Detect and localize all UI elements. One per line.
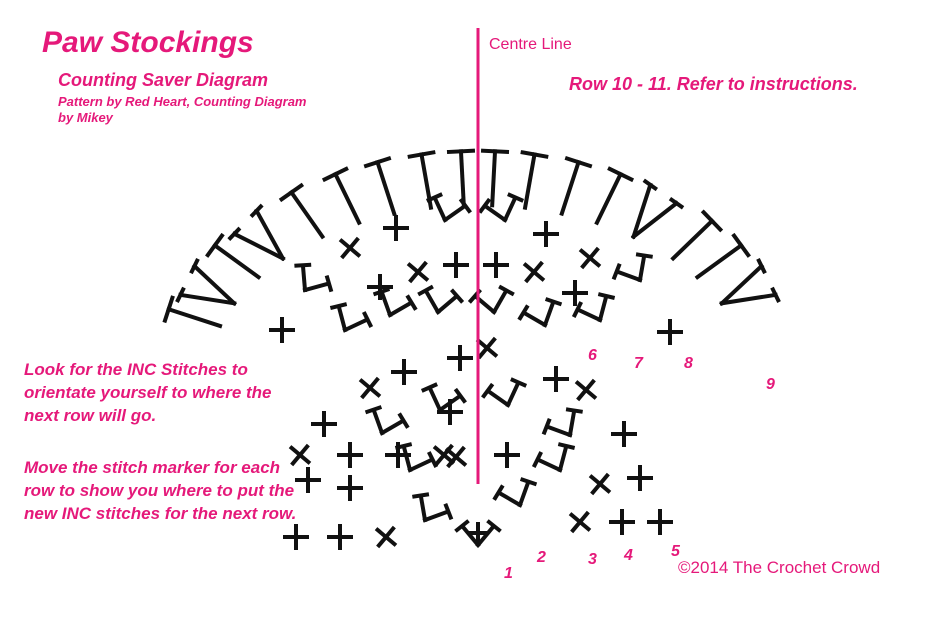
sc-increase-symbol [417,284,465,315]
row-label-3: 3 [588,551,597,568]
sc-increase-symbol [364,405,410,436]
sc-increase-symbol [329,302,374,333]
single-crochet-symbol [657,319,683,345]
single-crochet-symbol [533,221,559,247]
single-crochet-symbol [295,467,321,493]
single-crochet-symbol [269,317,295,343]
single-crochet-symbol [475,336,499,360]
half-double-crochet-symbol [559,155,593,217]
single-crochet-symbol [647,509,673,535]
row-label-1: 1 [504,565,513,582]
sc-increase-symbol [454,519,502,548]
increase-symbol [630,178,685,240]
single-crochet-symbol [568,510,592,534]
single-crochet-symbol [406,260,430,284]
half-double-crochet-symbol [520,150,549,210]
sc-increase-symbol [294,262,334,293]
half-double-crochet-symbol [594,166,635,226]
diagram-subtitle: Counting Saver Diagram [58,70,269,90]
single-crochet-symbol [522,260,546,284]
half-double-crochet-symbol [162,295,223,329]
row-note: Row 10 - 11. Refer to instructions. [569,74,858,94]
sc-increase-symbol [425,192,472,223]
single-crochet-symbol [311,411,337,437]
single-crochet-symbol [467,522,489,544]
single-crochet-symbol [443,252,469,278]
single-crochet-symbol [611,421,637,447]
increase-symbol [227,203,286,262]
row-label-4: 4 [623,547,633,564]
row-label-5: 5 [671,543,681,560]
single-crochet-symbol [627,465,653,491]
row-label-6: 6 [588,347,597,364]
sc-increase-symbol [420,382,467,413]
single-crochet-symbol [574,378,598,402]
sc-increase-symbol [531,442,576,473]
sc-increase-symbol [517,297,563,328]
sc-increase-symbol [412,492,454,523]
sc-increase-symbol [394,442,439,473]
single-crochet-symbol [327,524,353,550]
row-label-2: 2 [536,549,546,566]
single-crochet-symbol [337,442,363,468]
half-double-crochet-symbol [480,148,510,208]
row-label-8: 8 [684,355,693,372]
single-crochet-symbol [447,345,473,371]
sc-increase-symbol [611,252,653,283]
sc-increase-symbol [541,407,583,438]
copyright-notice: ©2014 The Crochet Crowd [678,558,881,577]
sc-increase-symbol [478,192,525,223]
single-crochet-symbol [562,280,588,306]
centre-line-label: Centre Line [489,36,572,53]
half-double-crochet-symbol [321,166,362,226]
sc-increase-symbol [372,287,418,318]
half-double-crochet-symbol [694,232,751,280]
pattern-credit: Pattern by Red Heart, Counting Diagram b… [58,94,307,125]
single-crochet-symbol [367,274,393,300]
stitch-symbols [162,148,781,550]
single-crochet-symbol [338,236,362,260]
single-crochet-symbol [337,475,363,501]
half-double-crochet-symbol [670,209,724,262]
single-crochet-symbol [588,472,612,496]
single-crochet-symbol [483,252,509,278]
sc-increase-symbol [467,284,515,315]
single-crochet-symbol [374,525,398,549]
single-crochet-symbol [391,359,417,385]
single-crochet-symbol [494,442,520,468]
stitch-marker-note: Move the stitch marker for each row to s… [24,458,297,523]
increase-symbol [175,258,238,307]
half-double-crochet-symbol [446,148,476,208]
single-crochet-symbol [609,509,635,535]
single-crochet-symbol [444,445,468,469]
diagram-title: Paw Stockings [42,26,254,59]
half-double-crochet-symbol [205,232,262,280]
single-crochet-symbol [283,524,309,550]
row-label-7: 7 [634,355,644,372]
half-double-crochet-symbol [363,155,397,217]
sc-increase-symbol [492,477,538,508]
row-number-labels: 1 2 3 4 5 6 7 8 9 [504,347,775,582]
single-crochet-symbol [288,443,312,467]
sc-increase-symbol [481,377,528,408]
increase-symbol [718,258,781,307]
sc-increase-symbol [571,292,616,323]
half-double-crochet-symbol [278,182,326,240]
single-crochet-symbol [358,376,382,400]
single-crochet-symbol [543,366,569,392]
single-crochet-symbol [578,246,602,270]
row-label-9: 9 [766,376,775,393]
inc-stitch-note: Look for the INC Stitches to orientate y… [24,360,272,425]
single-crochet-symbol [383,215,409,241]
